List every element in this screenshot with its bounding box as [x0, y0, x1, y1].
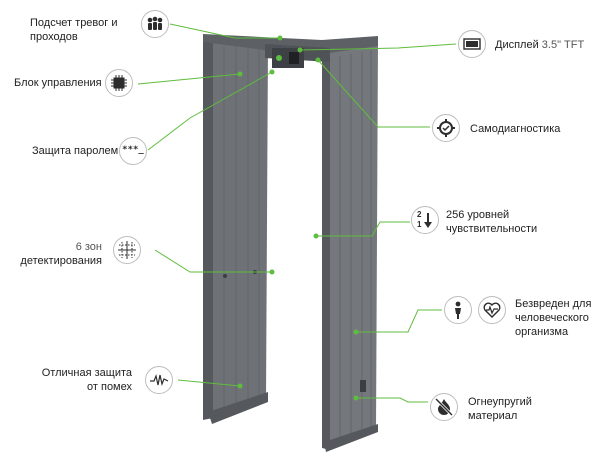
heart-pulse-icon: [478, 296, 506, 324]
label-fireproof-line2: материал: [468, 410, 518, 422]
label-zones: 6 зон детектирования: [10, 240, 102, 268]
left-pillar-side: [203, 38, 213, 420]
walk-through-gate: [203, 34, 378, 452]
label-alarm-count-line1: Подсчет тревог и: [30, 17, 118, 29]
zones-grid-icon: [113, 236, 141, 264]
label-fireproof-line1: Огнеупругий: [468, 396, 532, 408]
password-icon-text: ***_: [122, 145, 144, 155]
self-diagnostics-icon: [432, 114, 460, 142]
label-zones-line2: детектирования: [20, 255, 102, 267]
label-harmless-line1: Безвреден для: [515, 298, 592, 310]
no-fire-icon: [430, 393, 458, 421]
control-screen: [289, 52, 299, 64]
sensitivity-icon-bottom: 1: [417, 220, 422, 229]
label-display-main: Дисплей: [495, 39, 542, 51]
label-harmless: Безвреден для человеческого организма: [515, 297, 591, 339]
right-foot: [324, 424, 378, 452]
label-display-size: 3.5" TFT: [541, 39, 585, 51]
sensitivity-icon-top: 2: [417, 210, 422, 219]
right-pillar: [330, 40, 378, 450]
signal-wave-icon: [145, 366, 173, 394]
label-fireproof: Огнеупругий материал: [468, 395, 532, 423]
label-sensitivity-line1: 256 уровней: [446, 209, 510, 221]
sensitivity-icon: 2 1: [411, 206, 439, 234]
chip-icon: [105, 69, 133, 97]
label-interference: Отличная защита от помех: [20, 366, 132, 394]
label-password: Защита паролем: [32, 145, 119, 157]
label-interference-line2: от помех: [87, 381, 132, 393]
label-interference-line1: Отличная защита: [41, 367, 132, 379]
label-harmless-line2: человеческого: [515, 312, 589, 324]
left-foot: [208, 392, 268, 424]
label-alarm-count: Подсчет тревог и проходов: [30, 16, 117, 44]
label-sensitivity: 256 уровней чувствительности: [446, 208, 537, 236]
people-icon: [141, 10, 169, 38]
left-pillar: [213, 38, 268, 420]
label-harmless-line3: организма: [515, 326, 569, 338]
person-icon: [444, 296, 472, 324]
label-alarm-count-line2: проходов: [30, 31, 78, 43]
display-icon: [458, 30, 486, 58]
label-control-unit: Блок управления: [14, 77, 102, 89]
callout-dots: [237, 35, 359, 401]
password-icon: ***_: [119, 137, 147, 165]
label-self-diagnostics: Самодиагностика: [470, 123, 561, 135]
label-display: Дисплей 3.5" TFT: [495, 38, 584, 52]
control-led: [276, 55, 282, 61]
callout-lines: [137, 23, 457, 403]
label-zones-line1: 6 зон: [75, 241, 102, 253]
label-sensitivity-line2: чувствительности: [446, 223, 538, 235]
right-pillar-side: [322, 46, 330, 450]
